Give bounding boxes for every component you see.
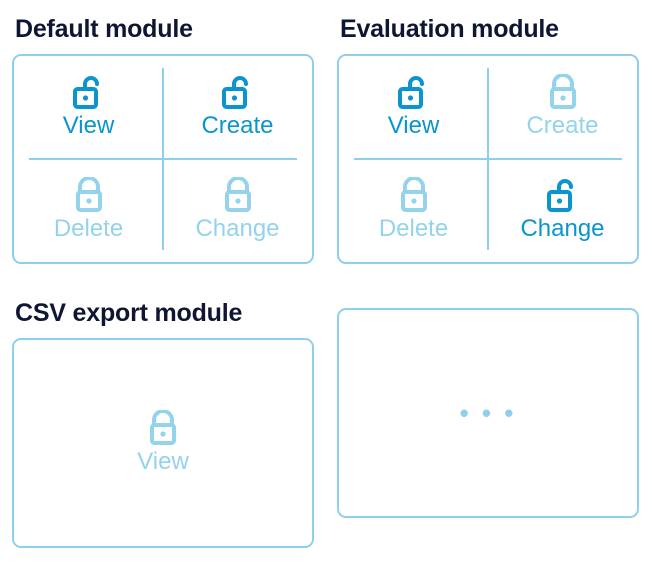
permission-card-evaluation: View Create bbox=[337, 54, 639, 264]
permission-label: Create bbox=[201, 112, 274, 139]
locked-padlock-icon bbox=[146, 409, 180, 446]
permission-label: View bbox=[137, 447, 189, 475]
permission-label: View bbox=[387, 112, 440, 139]
permission-label: Delete bbox=[53, 215, 124, 242]
ellipsis-wrap: • • • bbox=[339, 310, 637, 516]
permission-label: View bbox=[62, 112, 115, 139]
locked-padlock-icon bbox=[397, 177, 431, 213]
permission-label: Create bbox=[526, 112, 599, 139]
permission-grid: View Create bbox=[339, 56, 637, 262]
module-evaluation: Evaluation module View bbox=[337, 14, 639, 264]
permission-item-view[interactable]: View bbox=[14, 56, 163, 159]
permission-item-create[interactable]: Create bbox=[163, 56, 312, 159]
card-divider-horizontal bbox=[29, 158, 297, 160]
module-title-csv-export: CSV export module bbox=[15, 299, 243, 327]
permission-item-delete[interactable]: Delete bbox=[14, 159, 163, 262]
module-default: Default module View bbox=[12, 14, 314, 264]
card-divider-horizontal bbox=[354, 158, 622, 160]
permission-item-change[interactable]: Change bbox=[163, 159, 312, 262]
unlocked-padlock-icon bbox=[397, 74, 431, 110]
unlocked-padlock-icon bbox=[72, 74, 106, 110]
permission-item-view[interactable]: View bbox=[339, 56, 488, 159]
permission-label: Delete bbox=[378, 215, 449, 242]
permission-item-view[interactable]: View bbox=[14, 340, 312, 546]
permission-item-delete[interactable]: Delete bbox=[339, 159, 488, 262]
locked-padlock-icon bbox=[221, 177, 255, 213]
module-csv-export: CSV export module View bbox=[12, 298, 314, 548]
locked-padlock-icon bbox=[72, 177, 106, 213]
permission-card-placeholder: • • • bbox=[337, 308, 639, 518]
permission-label: Change bbox=[520, 215, 605, 242]
ellipsis-icon: • • • bbox=[459, 398, 517, 428]
module-title-evaluation: Evaluation module bbox=[340, 15, 559, 43]
unlocked-padlock-icon bbox=[221, 74, 255, 110]
permission-item-create[interactable]: Create bbox=[488, 56, 637, 159]
module-title-default: Default module bbox=[15, 15, 193, 43]
module-placeholder: • • • bbox=[337, 298, 639, 518]
permission-label: Change bbox=[195, 215, 280, 242]
permission-item-change[interactable]: Change bbox=[488, 159, 637, 262]
locked-padlock-icon bbox=[546, 74, 580, 110]
unlocked-padlock-icon bbox=[546, 177, 580, 213]
permission-card-default: View Create bbox=[12, 54, 314, 264]
permission-grid: View Create bbox=[14, 56, 312, 262]
permission-card-csv-export: View bbox=[12, 338, 314, 548]
